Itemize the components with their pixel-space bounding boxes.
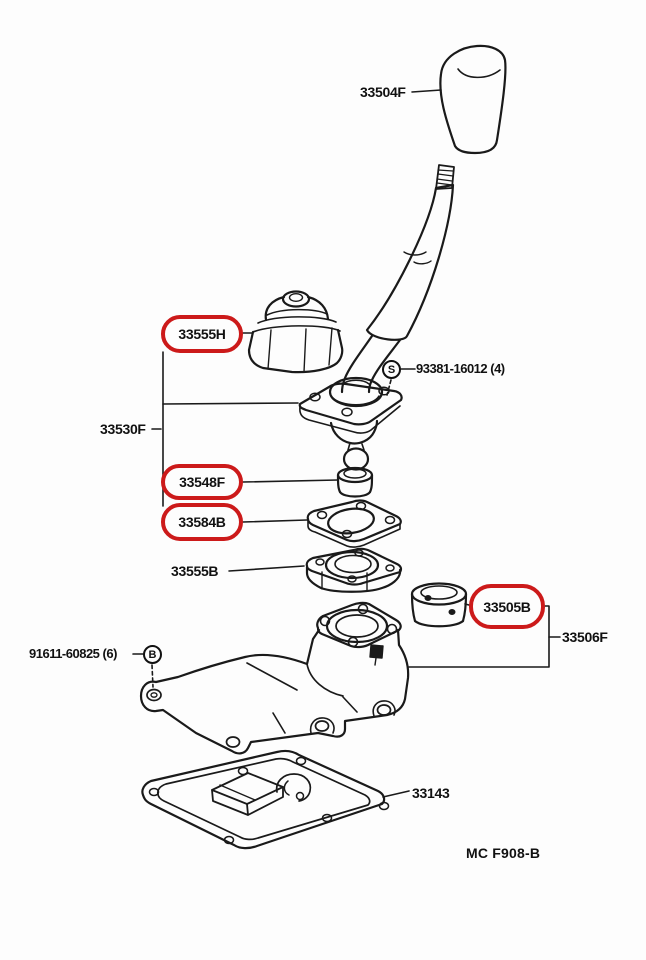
label-boot-cover: 33555H (178, 326, 226, 342)
highlight-bushing: 33505B (469, 584, 545, 629)
seat-upper-drawing (336, 466, 374, 498)
bolt-symbol: B (143, 645, 162, 664)
figure-code: MC F908-B (466, 845, 541, 861)
label-bushing: 33505B (483, 598, 531, 615)
label-lever-assembly: 33530F (100, 421, 146, 437)
highlight-seat-upper: 33548F (161, 464, 243, 500)
housing-drawing (139, 601, 410, 755)
seat-lower-drawing (305, 547, 403, 593)
label-seat-upper: 33548F (179, 474, 225, 490)
label-gasket: 33584B (178, 514, 226, 530)
label-plate: 33143 (412, 785, 450, 801)
label-screw: 93381-16012 (4) (416, 361, 505, 376)
highlight-gasket: 33584B (161, 503, 243, 541)
shift-knob-drawing (439, 44, 507, 155)
gasket-drawing (306, 499, 402, 548)
label-seat-lower: 33555B (171, 563, 219, 579)
bottom-plate-drawing (141, 749, 390, 850)
boot-cover-drawing (247, 290, 344, 374)
leader-lines (132, 89, 561, 798)
label-retainer: 33506F (562, 629, 608, 645)
bushing-drawing (410, 582, 468, 628)
label-bolt: 91611-60825 (6) (29, 646, 117, 661)
highlight-boot-cover: 33555H (161, 315, 243, 353)
label-knob: 33504F (360, 84, 406, 100)
shift-lever-drawing (340, 164, 455, 394)
lever-retainer-drawing (298, 376, 403, 471)
screw-symbol: S (382, 360, 401, 379)
